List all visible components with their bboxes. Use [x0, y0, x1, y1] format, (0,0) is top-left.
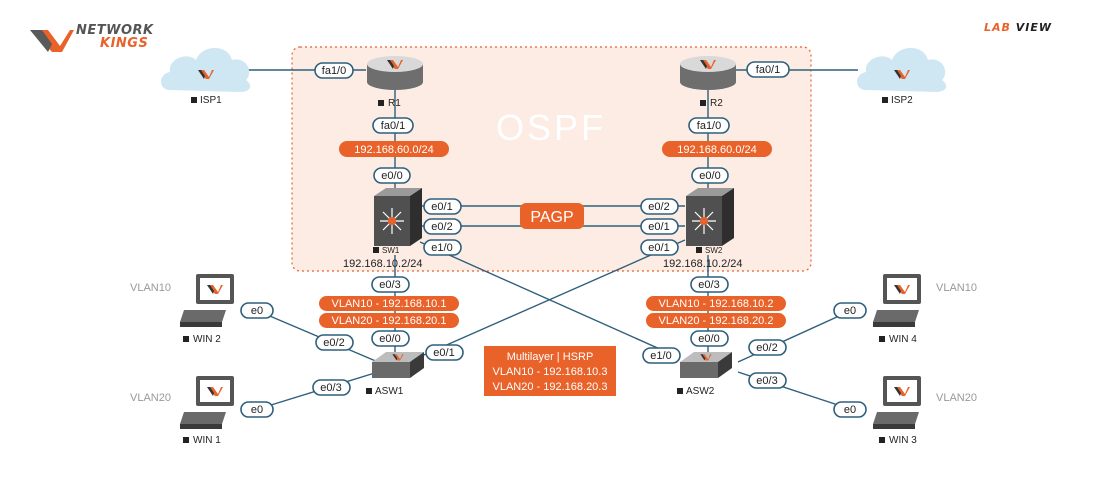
sw2-vlan10-pill: VLAN10 - 192.168.10.2	[659, 298, 774, 310]
sw2-vlan20-pill: VLAN20 - 192.168.20.2	[659, 315, 774, 327]
if-win4-e0: e0	[844, 305, 856, 317]
lab-word: LAB	[984, 21, 1011, 34]
if-win2-e0: e0	[251, 305, 263, 317]
lab-view-title: LAB VIEW	[984, 21, 1052, 34]
r1-label: R1	[388, 98, 401, 109]
if-asw2-e0-0: e0/0	[698, 333, 719, 345]
asw2-label: ASW2	[686, 386, 715, 397]
asw1-label: ASW1	[375, 386, 404, 397]
if-asw1-e0-2: e0/2	[323, 337, 344, 349]
if-asw1-e0-1: e0/1	[433, 347, 454, 359]
win4-label: WIN 4	[889, 334, 917, 345]
sw2-label: SW2	[705, 246, 723, 255]
if-asw1-e0-3: e0/3	[320, 382, 341, 394]
if-r1-fa1-0: fa1/0	[322, 65, 346, 77]
if-sw2-e0-2: e0/2	[648, 201, 669, 213]
pagp-badge	[520, 203, 584, 229]
if-sw2-e0-3: e0/3	[698, 279, 719, 291]
win4-pc-icon[interactable]	[873, 274, 921, 327]
win3-label: WIN 3	[889, 435, 917, 446]
asw2-switch-icon[interactable]	[680, 352, 732, 378]
sw1-label: SW1	[382, 246, 400, 255]
if-asw2-e1-0: e1/0	[650, 350, 671, 362]
if-asw2-e0-3: e0/3	[756, 375, 777, 387]
if-sw1-e0-2: e0/2	[431, 221, 452, 233]
win3-pc-icon[interactable]	[873, 376, 921, 429]
hsrp-vlan20: VLAN20 - 192.168.20.3	[493, 381, 608, 393]
r2-router-icon[interactable]	[680, 56, 736, 90]
sw2-multilayer-switch-icon[interactable]	[686, 188, 734, 246]
if-r2-fa1-0: fa1/0	[697, 120, 721, 132]
win1-vlan-label: VLAN20	[130, 392, 171, 404]
if-sw2-e0-1-cross: e0/1	[648, 242, 669, 254]
if-asw1-e0-0: e0/0	[379, 333, 400, 345]
if-sw2-e0-1-pagp: e0/1	[648, 221, 669, 233]
if-sw1-e1-0: e1/0	[431, 242, 452, 254]
isp2-cloud-icon	[857, 48, 947, 92]
win2-pc-icon[interactable]	[180, 274, 234, 327]
hsrp-info-box: Multilayer | HSRP VLAN10 - 192.168.10.3 …	[484, 346, 616, 396]
network-kings-logo: NETWORK KINGS	[30, 22, 170, 62]
win1-label: WIN 1	[193, 435, 221, 446]
sw1-vlan10-pill: VLAN10 - 192.168.10.1	[332, 298, 447, 310]
logo-text-kings: KINGS	[100, 36, 149, 51]
win2-label: WIN 2	[193, 334, 221, 345]
isp1-label: ISP1	[200, 95, 222, 106]
view-word: VIEW	[1015, 21, 1053, 34]
sw1-ip-label: 192.168.10.2/24	[343, 258, 423, 270]
logo-mark-icon	[30, 30, 74, 52]
hsrp-vlan10: VLAN10 - 192.168.10.3	[493, 366, 608, 378]
ospf-zone-label: OSPF	[496, 107, 606, 148]
win4-vlan-label: VLAN10	[936, 282, 977, 294]
asw1-switch-icon[interactable]	[372, 352, 424, 378]
sw2-ip-label: 192.168.10.2/24	[663, 258, 743, 270]
if-sw1-e0-3: e0/3	[379, 279, 400, 291]
isp1-cloud-icon	[161, 48, 251, 92]
right-wan-network-pill: 192.168.60.0/24	[677, 144, 757, 156]
left-wan-network-pill: 192.168.60.0/24	[354, 144, 434, 156]
if-win3-e0: e0	[844, 404, 856, 416]
if-sw1-e0-0: e0/0	[381, 170, 402, 182]
if-r2-fa0-1: fa0/1	[756, 64, 780, 76]
r2-label: R2	[710, 98, 723, 109]
sw1-vlan20-pill: VLAN20 - 192.168.20.1	[332, 315, 447, 327]
if-r1-fa0-1: fa0/1	[381, 120, 405, 132]
win1-pc-icon[interactable]	[180, 376, 234, 429]
logo-text-network: NETWORK	[76, 23, 154, 38]
if-sw1-e0-1: e0/1	[431, 201, 452, 213]
r1-router-icon[interactable]	[367, 56, 423, 90]
if-sw2-e0-0: e0/0	[699, 170, 720, 182]
if-asw2-e0-2: e0/2	[756, 342, 777, 354]
hsrp-title: Multilayer | HSRP	[507, 351, 594, 363]
sw1-multilayer-switch-icon[interactable]	[374, 188, 422, 246]
pagp-label: PAGP	[530, 209, 573, 226]
link-sw2-asw1	[407, 239, 686, 363]
isp2-label: ISP2	[891, 95, 913, 106]
win3-vlan-label: VLAN20	[936, 392, 977, 404]
if-win1-e0: e0	[251, 404, 263, 416]
win2-vlan-label: VLAN10	[130, 282, 171, 294]
